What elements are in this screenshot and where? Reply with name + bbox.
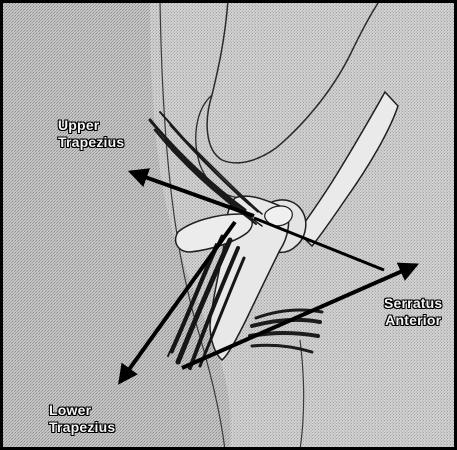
label-serratus-anterior: Serratus Anterior	[384, 295, 442, 329]
label-upper-trapezius-line2: Trapezius	[58, 134, 124, 151]
label-upper-trapezius-line1: Upper	[58, 117, 124, 134]
label-lower-trapezius-line1: Lower	[49, 402, 115, 419]
label-lower-trapezius: Lower Trapezius	[49, 402, 115, 436]
label-lower-trapezius-line2: Trapezius	[49, 419, 115, 436]
label-serratus-anterior-line1: Serratus	[384, 295, 442, 312]
label-upper-trapezius: Upper Trapezius	[58, 117, 124, 151]
label-serratus-anterior-line2: Anterior	[384, 312, 442, 329]
